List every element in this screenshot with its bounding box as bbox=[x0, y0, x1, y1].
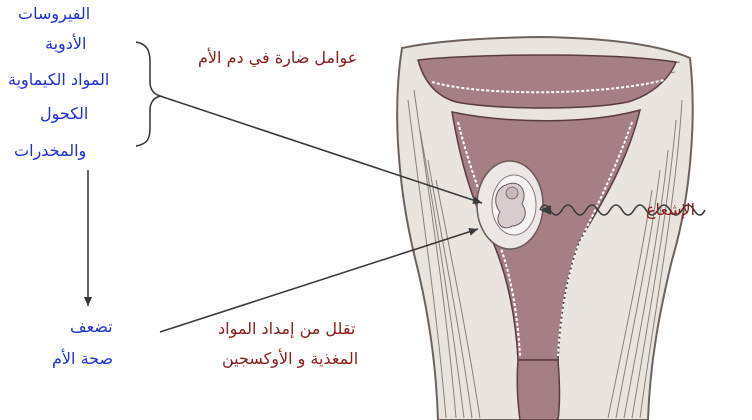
factor-narcotics: والمخدرات bbox=[14, 143, 86, 159]
mother-health-line2: صحة الأم bbox=[52, 351, 113, 367]
nutrient-label-line2: المغذية و الأوكسجين bbox=[222, 351, 358, 367]
factor-chemicals: المواد الكيماوية bbox=[8, 72, 109, 88]
factor-alcohol: الكحول bbox=[40, 106, 88, 122]
factors-brace bbox=[136, 42, 160, 146]
nutrient-label-line1: تقلل من إمداد المواد bbox=[218, 321, 355, 337]
embryo bbox=[477, 161, 543, 249]
factor-drugs: الأدوية bbox=[45, 36, 86, 52]
factor-viruses: الفيروسات bbox=[18, 6, 90, 22]
mother-blood-label: عوامل ضارة في دم الأم bbox=[198, 50, 357, 66]
cervical-canal bbox=[517, 360, 559, 420]
mother-health-line1: تضعف bbox=[70, 319, 113, 335]
radiation-label: الإشعاع bbox=[646, 202, 695, 218]
